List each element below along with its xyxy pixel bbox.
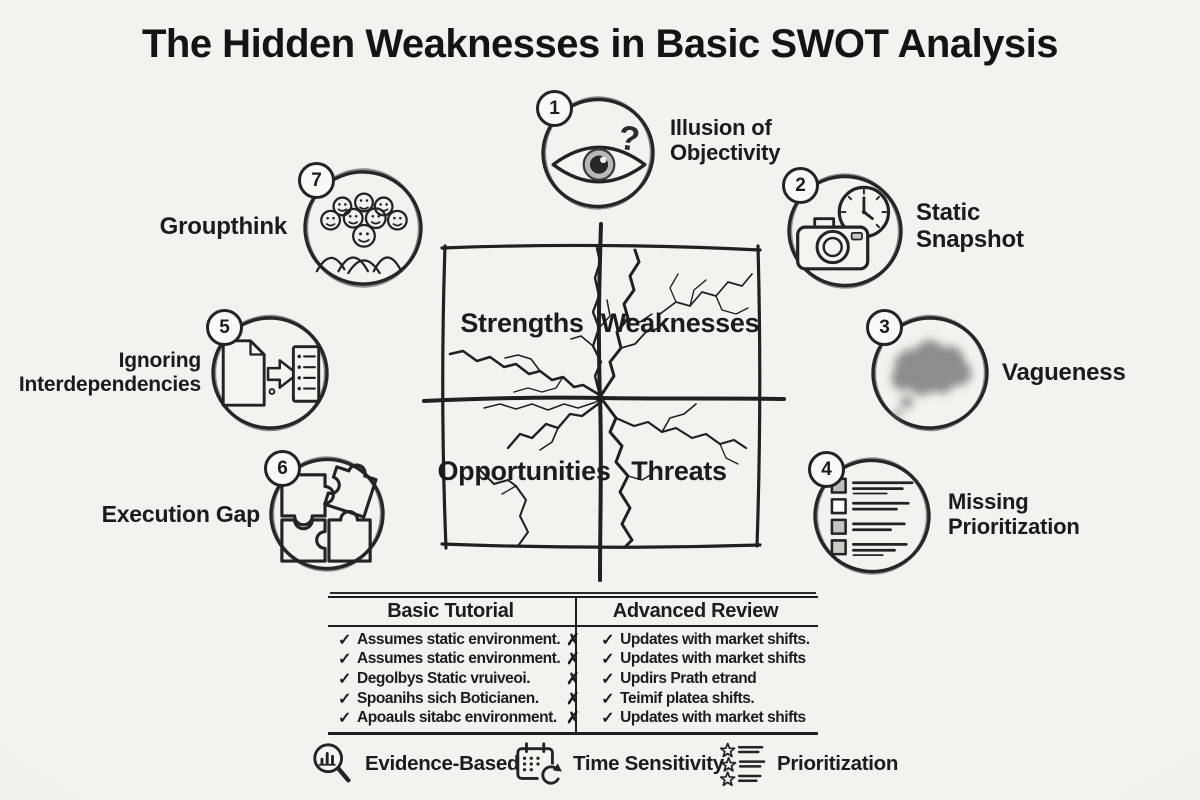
column-header-basic: Basic Tutorial — [387, 600, 514, 622]
quadrant-label-threats: Threats — [631, 456, 727, 486]
sketch-circle — [541, 96, 655, 210]
check-icon: ✓ — [338, 710, 351, 728]
calendar-refresh-icon — [516, 742, 562, 788]
swot-grid-cracked — [422, 222, 786, 582]
factor-number-badge: 3 — [866, 309, 903, 346]
table-row: ✓Spoanihs sich Boticianen.✗ — [338, 689, 580, 708]
table-row: ✓Apoauls sitabc environment.✗ — [338, 709, 580, 728]
factor-number-badge: 2 — [782, 167, 819, 204]
star-list-icon — [720, 742, 766, 787]
factor-number: 4 — [821, 458, 832, 480]
table-row: ✓Updates with market shifts — [601, 650, 806, 669]
check-icon: ✓ — [601, 690, 615, 708]
puzzle-pieces-icon — [280, 463, 378, 563]
weakness-5-label: Ignoring Interdependencies — [18, 349, 201, 396]
legend-prioritization: Prioritization — [720, 737, 898, 791]
legend-label: Prioritization — [777, 752, 899, 775]
camera-clock-icon — [796, 185, 891, 271]
check-icon: ✓ — [601, 651, 615, 669]
table-row: ✓Assumes static environment.✗ — [338, 630, 580, 649]
table-header-row: Basic Tutorial Advanced Review — [328, 598, 818, 627]
legend-label: Time Sensitivity — [573, 752, 724, 775]
legend-time-sensitivity: Time Sensitivity — [514, 737, 724, 791]
comparison-table: Basic Tutorial Advanced Review ✓Assumes … — [328, 592, 818, 735]
weakness-1-circle: 1 ? — [536, 90, 656, 211]
factor-number-badge: 6 — [264, 450, 301, 487]
weakness-2-label: Static Snapshot — [916, 199, 1024, 253]
table-row: ✓Assumes static environment.✗ — [338, 650, 580, 669]
check-icon: ✓ — [601, 710, 615, 728]
weakness-1-label: Illusion of Objectivity — [670, 115, 781, 165]
weakness-4-label: Missing Prioritization — [948, 489, 1080, 539]
factor-number-badge: 1 — [536, 90, 573, 127]
factor-number: 2 — [795, 174, 806, 196]
check-icon: ✓ — [338, 631, 351, 649]
cross-icon: ✗ — [566, 690, 580, 708]
factor-number: 6 — [277, 457, 288, 479]
cross-icon: ✗ — [566, 651, 580, 669]
sketch-circle — [871, 314, 989, 432]
quadrant-label-strengths: Strengths — [460, 308, 584, 338]
factor-number: 1 — [549, 97, 560, 119]
checklist-icon — [830, 477, 914, 557]
column-header-advanced: Advanced Review — [612, 600, 779, 622]
sketch-circle — [211, 314, 329, 432]
weakness-3-circle: 3 — [866, 309, 990, 432]
check-icon: ✓ — [601, 670, 615, 688]
factor-number-badge: 7 — [298, 162, 335, 199]
cross-icon: ✗ — [566, 670, 580, 688]
factor-number-badge: 4 — [808, 451, 845, 488]
factor-number: 7 — [311, 169, 322, 191]
weakness-6-circle: 6 — [264, 450, 386, 573]
legend-evidence-based: Evidence-Based — [310, 737, 519, 791]
sketch-circle — [303, 168, 423, 288]
advanced-column: ✓Updates with market shifts. ✓Updates wi… — [587, 627, 818, 728]
factor-number: 5 — [219, 316, 230, 338]
legend-label: Evidence-Based — [365, 752, 520, 775]
factor-number-badge: 5 — [206, 309, 243, 346]
weakness-3-label: Vagueness — [1002, 359, 1126, 386]
basic-column: ✓Assumes static environment.✗ ✓Assumes s… — [328, 627, 587, 728]
factor-number: 3 — [879, 316, 890, 338]
cross-icon: ✗ — [566, 631, 580, 649]
table-row: ✓Teimif platea shifts. — [601, 689, 755, 708]
quadrant-label-opportunities: Opportunities — [437, 456, 611, 486]
table-row: ✓Updates with market shifts. — [601, 630, 810, 649]
table-row: ✓Updirs Prath etrand — [601, 669, 757, 688]
sketch-circle — [787, 173, 903, 289]
weakness-6-label: Execution Gap — [101, 501, 261, 527]
weakness-5-circle: 5 — [206, 309, 330, 432]
weakness-7-label: Groupthink — [159, 213, 288, 240]
eye-question-icon: ? — [551, 119, 647, 184]
sketch-circle — [269, 456, 385, 572]
table-row: ✓Degolbys Static vruiveoi.✗ — [338, 669, 580, 688]
document-arrow-list-icon — [221, 339, 321, 407]
sketch-circle — [813, 457, 931, 575]
crowd-faces-icon — [315, 192, 408, 274]
check-icon: ✓ — [338, 651, 351, 669]
page-title: The Hidden Weaknesses in Basic SWOT Anal… — [141, 22, 1059, 66]
weakness-2-circle: 2 — [782, 167, 904, 290]
weakness-4-circle: 4 — [808, 451, 932, 576]
cross-icon: ✗ — [566, 710, 580, 728]
quadrant-label-weaknesses: Weaknesses — [600, 308, 760, 338]
table-body: ✓Assumes static environment.✗ ✓Assumes s… — [328, 627, 818, 728]
blurred-cloud-icon — [891, 340, 972, 417]
svg-text:?: ? — [616, 119, 641, 159]
check-icon: ✓ — [338, 690, 351, 708]
check-icon: ✓ — [601, 631, 615, 649]
check-icon: ✓ — [338, 670, 351, 688]
weakness-7-circle: 7 — [298, 162, 424, 289]
table-row: ✓Updates with market shifts — [601, 709, 806, 728]
magnifier-chart-icon — [313, 743, 351, 783]
